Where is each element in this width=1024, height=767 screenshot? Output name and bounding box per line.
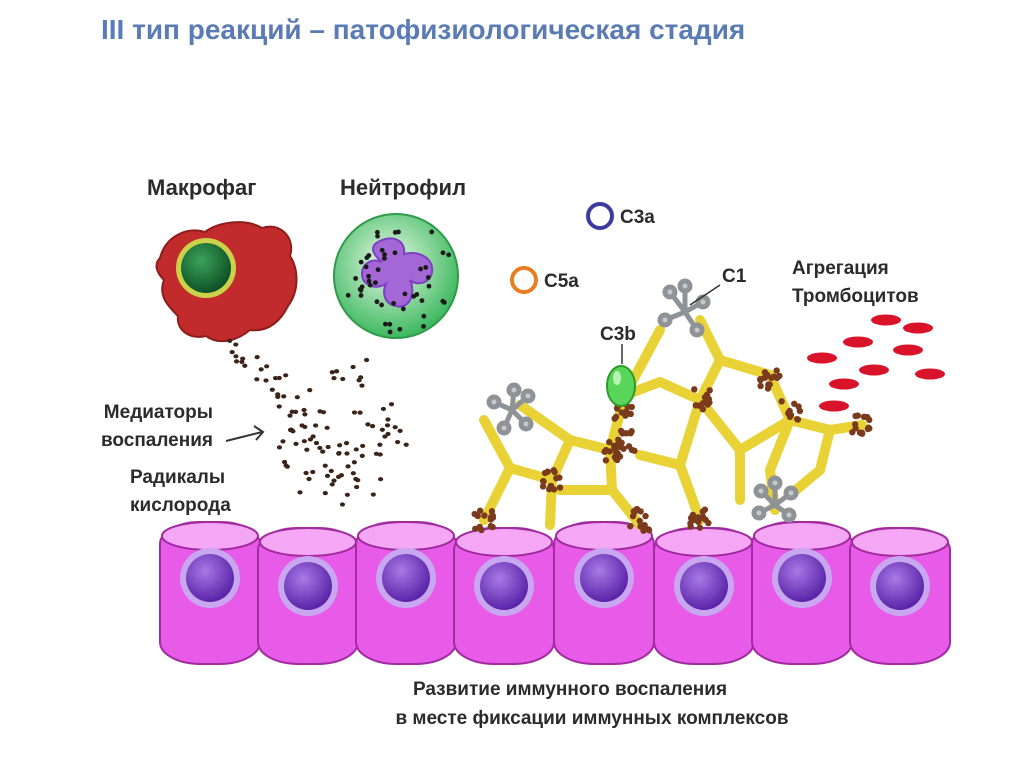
bottom-caption-line1: Развитие иммунного воспаления bbox=[413, 679, 727, 700]
c5a-label: C5a bbox=[544, 271, 579, 292]
radicals-label-line2: кислорода bbox=[130, 495, 231, 516]
platelet bbox=[903, 323, 933, 334]
macrophage-label: Макрофаг bbox=[147, 175, 256, 200]
platelet bbox=[871, 315, 901, 326]
mediator-particles bbox=[227, 339, 409, 507]
epithelial-cell bbox=[554, 522, 654, 664]
epithelial-cell bbox=[454, 528, 554, 664]
epithelial-cell bbox=[654, 528, 754, 664]
neutrophil-cell-icon bbox=[334, 214, 458, 338]
platelet bbox=[843, 337, 873, 348]
platelet bbox=[829, 379, 859, 390]
platelet-label-line1: Агрегация bbox=[792, 258, 889, 279]
epithelial-cell bbox=[850, 528, 950, 664]
platelet bbox=[859, 365, 889, 376]
c3a-ring-icon bbox=[588, 204, 612, 228]
bottom-caption-line2: в месте фиксации иммунных комплексов bbox=[395, 708, 788, 729]
c3a-label: C3a bbox=[620, 207, 655, 228]
platelet bbox=[819, 401, 849, 412]
platelet bbox=[915, 369, 945, 380]
c3b-label: C3b bbox=[600, 324, 636, 345]
platelet-label-line2: Тромбоцитов bbox=[792, 286, 919, 307]
epithelial-cell bbox=[752, 522, 852, 664]
immune-complex-lattice bbox=[484, 320, 862, 525]
c1-complement-icon bbox=[489, 281, 796, 520]
radicals-label-line1: Радикалы bbox=[130, 467, 225, 488]
neutrophil-label: Нейтрофил bbox=[340, 175, 466, 200]
macrophage-cell-icon bbox=[157, 222, 297, 341]
platelet-aggregation bbox=[807, 315, 945, 412]
mediators-label-line1: Медиаторы bbox=[104, 402, 213, 423]
epithelial-cell bbox=[258, 528, 358, 664]
epithelial-cell-layer bbox=[160, 522, 950, 664]
c1-label: C1 bbox=[722, 266, 747, 287]
epithelial-cell bbox=[356, 522, 456, 664]
c3b-complement-icon bbox=[607, 366, 635, 406]
platelet bbox=[893, 345, 923, 356]
c5a-ring-icon bbox=[512, 268, 536, 292]
platelet bbox=[807, 353, 837, 364]
epithelial-cell bbox=[160, 522, 260, 664]
mediators-label-line2: воспаления bbox=[101, 430, 213, 451]
mediators-arrow bbox=[226, 426, 263, 441]
